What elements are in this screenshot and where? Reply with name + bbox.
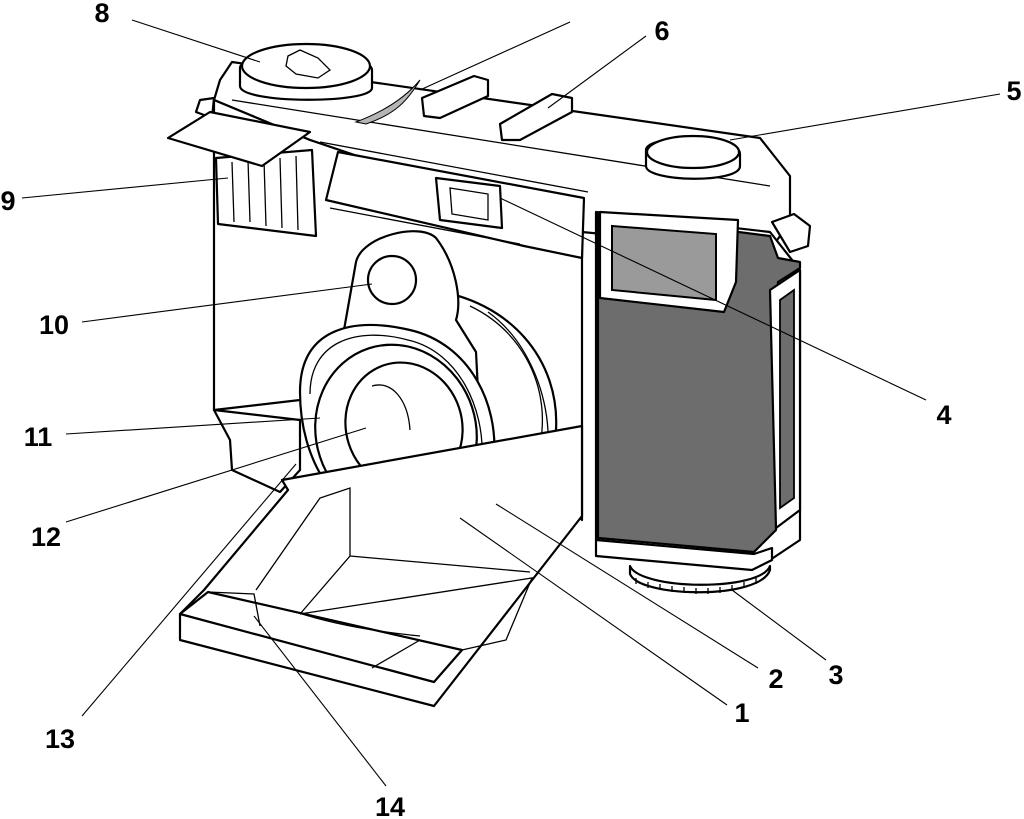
side-window bbox=[768, 268, 802, 530]
leader-7-unlabeled bbox=[419, 21, 571, 91]
leader-8 bbox=[131, 19, 261, 63]
leader-13 bbox=[81, 463, 297, 717]
lens-assembly bbox=[298, 230, 558, 538]
leader-9 bbox=[21, 177, 229, 199]
leader-3 bbox=[731, 589, 827, 661]
accessory-shoe bbox=[420, 74, 574, 142]
front-door bbox=[178, 424, 584, 708]
callout-9: 9 bbox=[0, 186, 15, 216]
advance-knob bbox=[644, 134, 742, 180]
leader-12 bbox=[65, 427, 367, 523]
rewind-knob bbox=[238, 42, 374, 101]
callout-5: 5 bbox=[1006, 76, 1021, 106]
bottom-left-plate bbox=[212, 408, 302, 494]
leader-10 bbox=[81, 283, 373, 323]
leader-4 bbox=[499, 197, 927, 401]
callout-14: 14 bbox=[375, 792, 405, 819]
base-plate bbox=[594, 538, 774, 594]
rangefinder-strip bbox=[324, 150, 586, 260]
callout-6: 6 bbox=[654, 16, 669, 46]
leader-14 bbox=[253, 615, 387, 787]
leader-lines bbox=[21, 19, 1001, 787]
leader-1 bbox=[459, 517, 728, 706]
leader-6 bbox=[547, 35, 647, 109]
callout-3: 3 bbox=[828, 660, 843, 690]
shutter-release-button bbox=[366, 254, 418, 306]
callout-13: 13 bbox=[45, 724, 75, 754]
right-strap-lug bbox=[770, 212, 812, 254]
callout-4: 4 bbox=[936, 400, 951, 430]
leader-11 bbox=[65, 417, 321, 435]
leader-2 bbox=[495, 503, 759, 669]
meter-cover-flap bbox=[166, 110, 312, 168]
callout-8: 8 bbox=[94, 0, 109, 28]
callout-11: 11 bbox=[24, 422, 53, 452]
callout-10: 10 bbox=[39, 310, 69, 340]
callout-2: 2 bbox=[768, 664, 783, 694]
viewfinder-window bbox=[598, 210, 740, 314]
leader-5 bbox=[729, 93, 1001, 141]
rangefinder-window bbox=[434, 176, 504, 230]
callout-12: 12 bbox=[31, 522, 61, 552]
curved-accent bbox=[354, 79, 421, 125]
film-counter-dial bbox=[628, 564, 772, 594]
light-meter-cell bbox=[166, 110, 318, 238]
callout-1: 1 bbox=[734, 698, 749, 728]
